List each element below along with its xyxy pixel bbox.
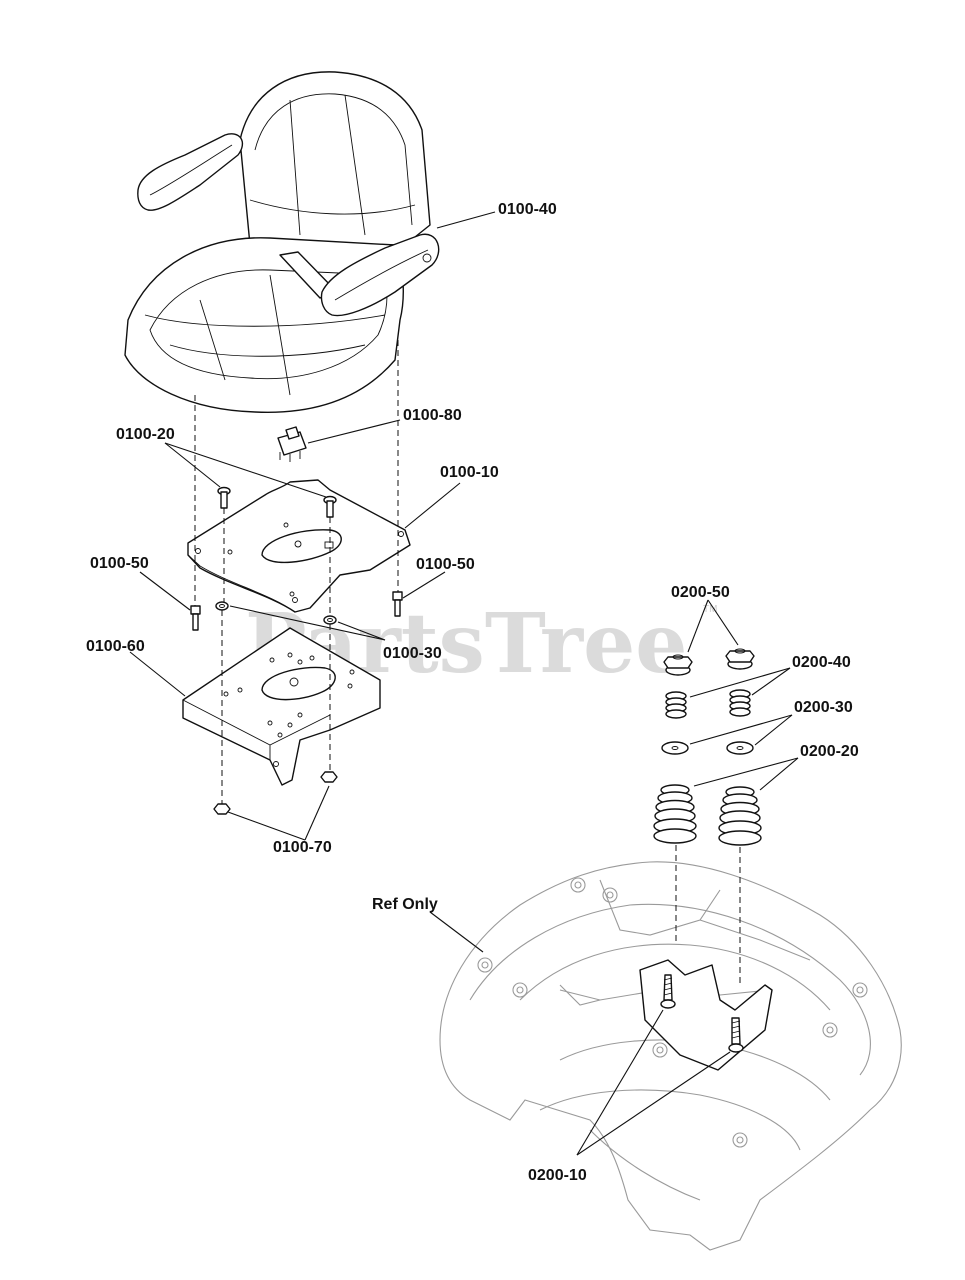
label-seat-bracket[interactable]: 0100-60 xyxy=(86,638,145,655)
watermark-trademark: TM xyxy=(703,604,717,615)
label-seat-switch[interactable]: 0100-80 xyxy=(403,407,462,424)
lower-nut-drawing[interactable] xyxy=(213,771,338,815)
cone-spring-drawing[interactable] xyxy=(653,784,762,846)
label-flange-nut[interactable]: 0200-50 xyxy=(671,584,730,601)
label-mounting-bolt[interactable]: 0200-10 xyxy=(528,1167,587,1184)
assembly-lines-right xyxy=(675,845,741,985)
mounting-bolt-drawing[interactable] xyxy=(639,959,773,1071)
label-bolt-left[interactable]: 0100-50 xyxy=(90,555,149,572)
assembly-lines-left xyxy=(194,340,399,804)
flange-nut-drawing[interactable] xyxy=(663,648,755,676)
label-bolt-right[interactable]: 0100-50 xyxy=(416,556,475,573)
label-carriage-bolt[interactable]: 0100-20 xyxy=(116,426,175,443)
fender-reference-drawing xyxy=(439,861,902,1251)
small-spring-drawing[interactable] xyxy=(665,689,751,719)
label-seat-plate[interactable]: 0100-10 xyxy=(440,464,499,481)
seat-switch-drawing[interactable] xyxy=(277,426,307,462)
label-washer[interactable]: 0100-30 xyxy=(383,645,442,662)
label-spring-washer[interactable]: 0200-30 xyxy=(794,699,853,716)
leader-lines xyxy=(129,211,799,1156)
label-cone-spring[interactable]: 0200-20 xyxy=(800,743,859,760)
spring-washer-drawing[interactable] xyxy=(661,741,754,755)
washer-drawing[interactable] xyxy=(215,601,337,625)
label-small-spring[interactable]: 0200-40 xyxy=(792,654,851,671)
label-lower-nut[interactable]: 0100-70 xyxy=(273,839,332,856)
seat-plate-drawing[interactable] xyxy=(187,479,411,613)
seat-drawing[interactable] xyxy=(124,71,440,413)
seat-bracket-drawing[interactable] xyxy=(182,627,381,786)
label-seat[interactable]: 0100-40 xyxy=(498,201,557,218)
label-ref-only: Ref Only xyxy=(372,896,438,913)
